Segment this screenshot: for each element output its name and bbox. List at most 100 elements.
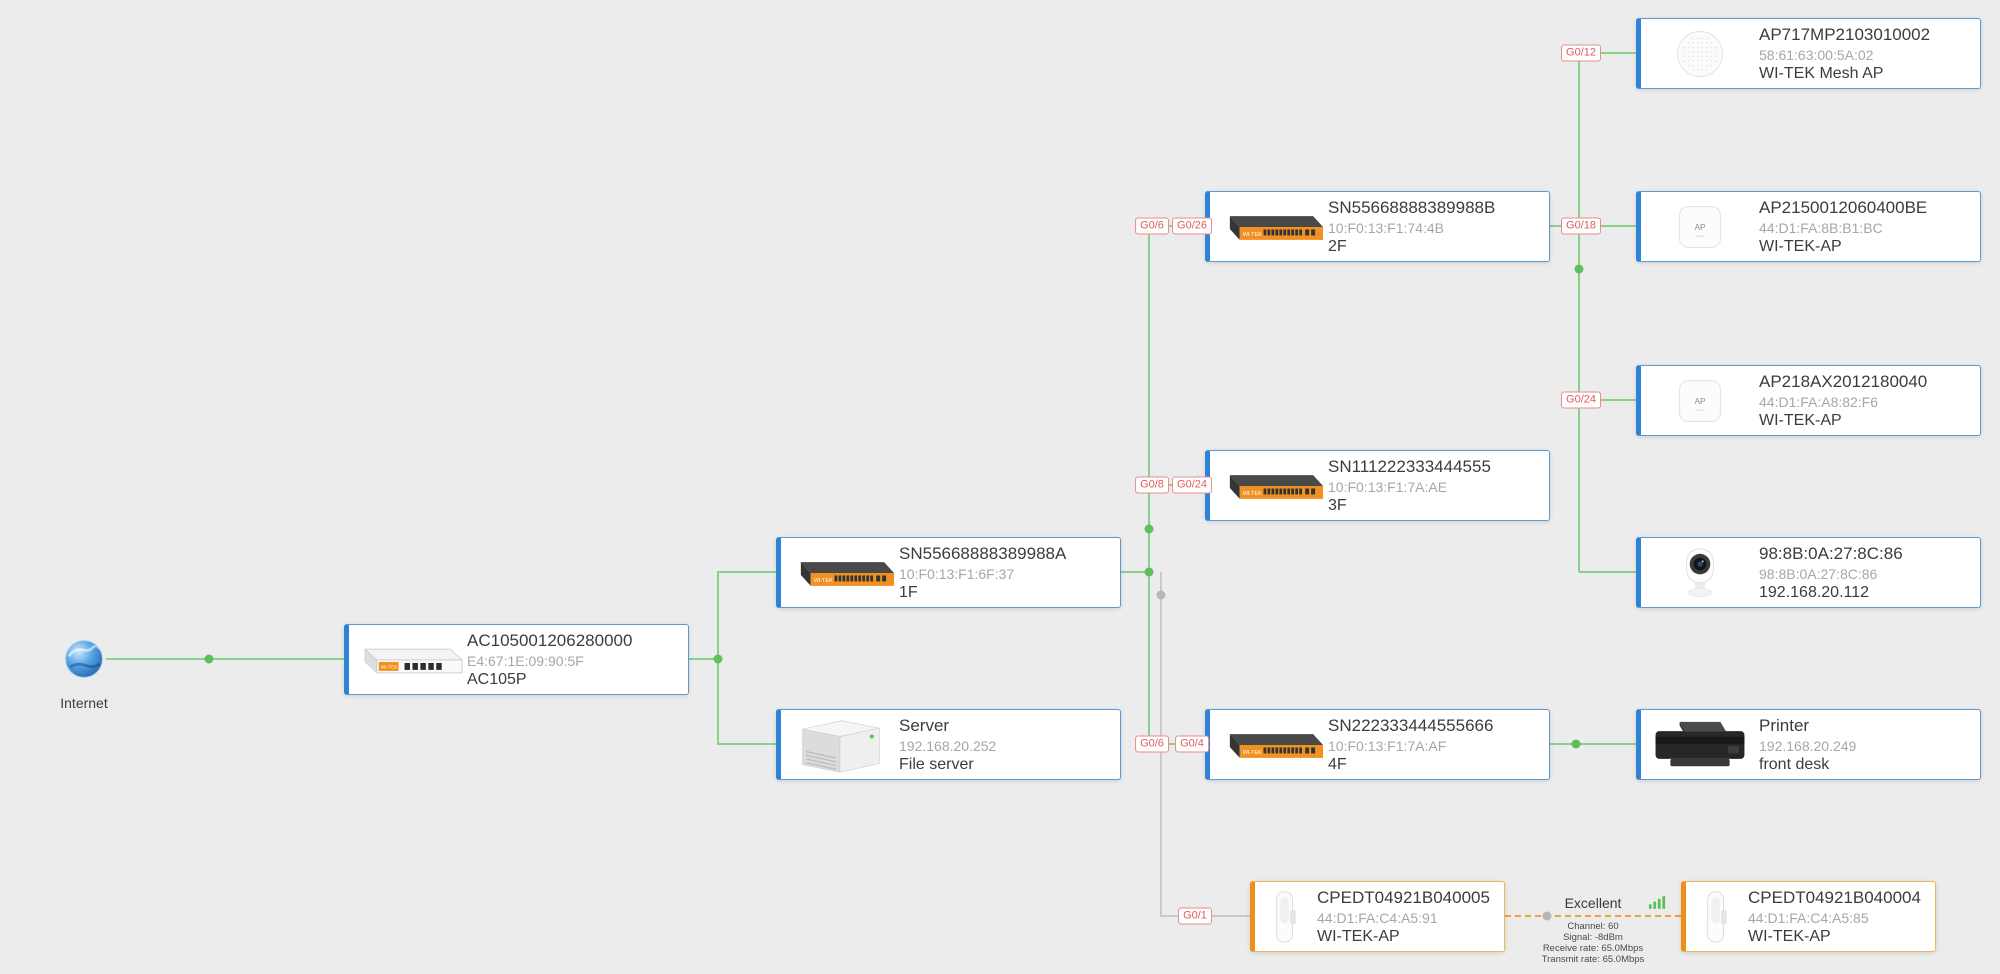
device-name: Printer xyxy=(1759,715,1810,735)
device-desc: File server xyxy=(899,755,974,773)
internet-label: Internet xyxy=(60,695,108,711)
router-icon xyxy=(349,643,467,677)
port-label-g0-4[interactable]: G0/4 xyxy=(1175,735,1209,753)
device-desc: WI-TEK-AP xyxy=(1759,411,1842,429)
port-label-g0-6-4f[interactable]: G0/6 xyxy=(1135,735,1169,753)
junction-dot xyxy=(713,654,723,664)
device-name: AC105001206280000 xyxy=(467,630,633,650)
cpe-icon xyxy=(1255,888,1317,946)
node-card-mesh-ap[interactable]: AP717MP2103010002 58:61:63:00:5A:02 WI-T… xyxy=(1636,18,1981,89)
wireless-transmit-rate: Transmit rate: 65.0Mbps xyxy=(1541,954,1645,965)
device-name: SN111222333444555 xyxy=(1328,456,1491,476)
device-name: SN222333444555666 xyxy=(1328,715,1494,735)
device-desc: 4F xyxy=(1328,755,1347,773)
device-name: CPEDT04921B040004 xyxy=(1748,887,1921,907)
device-mac: 10:F0:13:F1:74:4B xyxy=(1328,219,1444,236)
junction-dot xyxy=(1144,567,1154,577)
printer-icon xyxy=(1641,720,1759,770)
node-card-camera[interactable]: 98:8B:0A:27:8C:86 98:8B:0A:27:8C:86 192.… xyxy=(1636,537,1981,608)
wireless-signal: Signal: -8dBm xyxy=(1563,932,1623,943)
globe-icon xyxy=(62,637,106,681)
device-mac: 44:D1:FA:A8:82:F6 xyxy=(1759,393,1879,410)
device-name: AP717MP2103010002 xyxy=(1759,24,1931,44)
node-card-switch-4f[interactable]: SN222333444555666 10:F0:13:F1:7A:AF 4F xyxy=(1205,709,1550,780)
device-desc: WI-TEK-AP xyxy=(1759,237,1842,255)
access-point-icon xyxy=(1641,202,1759,252)
junction-dot xyxy=(1144,524,1154,534)
link-ac-branch xyxy=(689,658,719,660)
junction-dot xyxy=(204,654,214,664)
node-card-switch-1f[interactable]: SN55668888389988A 10:F0:13:F1:6F:37 1F xyxy=(776,537,1121,608)
switch-icon xyxy=(1210,726,1328,764)
node-card-ac105p[interactable]: AC105001206280000 E4:67:1E:09:90:5F AC10… xyxy=(344,624,689,695)
link-sw2f-branch-vertical xyxy=(1578,52,1580,572)
junction-dot-gray xyxy=(1156,590,1166,600)
device-name: SN55668888389988B xyxy=(1328,197,1496,217)
port-label-g0-24-ap[interactable]: G0/24 xyxy=(1561,391,1601,409)
device-desc: WI-TEK-AP xyxy=(1317,927,1400,945)
node-card-switch-2f[interactable]: SN55668888389988B 10:F0:13:F1:74:4B 2F xyxy=(1205,191,1550,262)
link-branch-sw1f xyxy=(718,571,776,573)
link-branch-ap218 xyxy=(1579,399,1636,401)
link-internet-ac xyxy=(106,658,344,660)
node-card-ap2150[interactable]: AP2150012060400BE 44:D1:FA:8B:B1:BC WI-T… xyxy=(1636,191,1981,262)
device-name: AP218AX2012180040 xyxy=(1759,371,1928,391)
device-ip: 192.168.20.252 xyxy=(899,737,997,754)
device-mac: E4:67:1E:09:90:5F xyxy=(467,652,584,669)
link-branch-meshap xyxy=(1579,52,1636,54)
port-label-g0-26[interactable]: G0/26 xyxy=(1172,217,1212,235)
device-name: AP2150012060400BE xyxy=(1759,197,1928,217)
device-mac: 44:D1:FA:C4:A5:85 xyxy=(1748,909,1869,926)
junction-dot xyxy=(1574,264,1584,274)
camera-icon xyxy=(1641,545,1759,601)
junction-dot xyxy=(1571,739,1581,749)
node-card-switch-3f[interactable]: SN111222333444555 10:F0:13:F1:7A:AE 3F xyxy=(1205,450,1550,521)
device-name: Server xyxy=(899,715,950,735)
port-label-g0-8[interactable]: G0/8 xyxy=(1135,476,1169,494)
wireless-quality-label: Excellent xyxy=(1564,895,1622,911)
port-label-g0-24-3f[interactable]: G0/24 xyxy=(1172,476,1212,494)
device-desc: AC105P xyxy=(467,670,527,688)
access-point-icon xyxy=(1641,376,1759,426)
wireless-receive-rate: Receive rate: 65.0Mbps xyxy=(1542,943,1644,954)
device-desc: WI-TEK-AP xyxy=(1748,927,1831,945)
switch-icon xyxy=(1210,208,1328,246)
internet-node[interactable] xyxy=(62,637,106,686)
device-mac: 44:D1:FA:8B:B1:BC xyxy=(1759,219,1883,236)
switch-icon xyxy=(781,554,899,592)
link-branch-ap215 xyxy=(1579,225,1636,227)
link-sw1f-trunk xyxy=(1121,571,1150,573)
device-desc: 2F xyxy=(1328,237,1347,255)
device-name: CPEDT04921B040005 xyxy=(1317,887,1490,907)
device-mac: 98:8B:0A:27:8C:86 xyxy=(1759,565,1878,582)
device-mac: 44:D1:FA:C4:A5:91 xyxy=(1317,909,1438,926)
device-ip: 192.168.20.249 xyxy=(1759,737,1857,754)
wireless-channel: Channel: 60 xyxy=(1567,921,1619,932)
port-label-g0-1[interactable]: G0/1 xyxy=(1178,907,1212,925)
node-card-cpe-040005[interactable]: CPEDT04921B040005 44:D1:FA:C4:A5:91 WI-T… xyxy=(1250,881,1505,952)
port-label-g0-12[interactable]: G0/12 xyxy=(1561,44,1601,62)
link-sw4f-printer xyxy=(1550,743,1636,745)
device-mac: 10:F0:13:F1:7A:AE xyxy=(1328,478,1448,495)
node-card-printer[interactable]: Printer 192.168.20.249 front desk xyxy=(1636,709,1981,780)
device-mac: 10:F0:13:F1:6F:37 xyxy=(899,565,1015,582)
signal-bars-icon xyxy=(1648,895,1666,910)
port-label-g0-18[interactable]: G0/18 xyxy=(1561,217,1601,235)
cpe-icon xyxy=(1686,888,1748,946)
junction-dot-gray xyxy=(1542,911,1552,921)
port-label-g0-6-2f[interactable]: G0/6 xyxy=(1135,217,1169,235)
device-ip: 192.168.20.112 xyxy=(1759,583,1870,601)
wireless-details: Channel: 60 Signal: -8dBm Receive rate: … xyxy=(1542,921,1645,965)
link-branch-server xyxy=(718,743,776,745)
node-card-ap218ax[interactable]: AP218AX2012180040 44:D1:FA:A8:82:F6 WI-T… xyxy=(1636,365,1981,436)
device-desc: front desk xyxy=(1759,755,1830,773)
mesh-ap-icon xyxy=(1641,27,1759,81)
switch-icon xyxy=(1210,467,1328,505)
device-name: SN55668888389988A xyxy=(899,543,1067,563)
node-card-file-server[interactable]: Server 192.168.20.252 File server xyxy=(776,709,1121,780)
wireless-link-cpe5-cpe4 xyxy=(1505,915,1681,917)
device-name: 98:8B:0A:27:8C:86 xyxy=(1759,543,1903,563)
link-branch-camera xyxy=(1579,571,1636,573)
node-card-cpe-040004[interactable]: CPEDT04921B040004 44:D1:FA:C4:A5:85 WI-T… xyxy=(1681,881,1936,952)
